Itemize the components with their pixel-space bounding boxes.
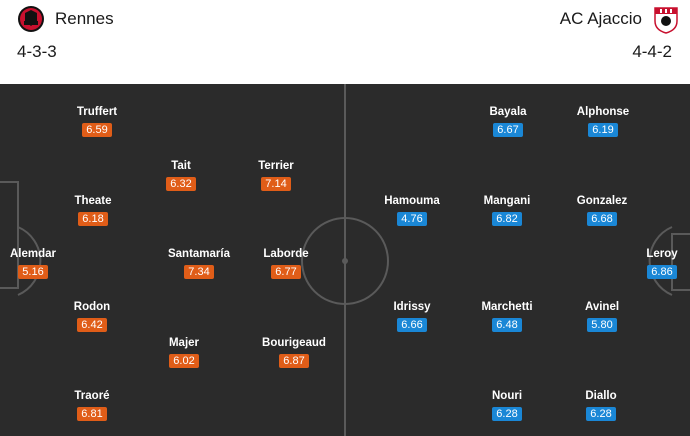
player-name: Alphonse bbox=[576, 106, 630, 118]
away-player[interactable]: Nouri 6.28 bbox=[452, 389, 562, 425]
player-name: Leroy bbox=[646, 248, 678, 260]
player-name: Rodon bbox=[73, 301, 111, 313]
home-formation: 4-3-3 bbox=[17, 42, 57, 61]
player-name: Gonzalez bbox=[576, 195, 628, 207]
away-player[interactable]: Avinel 5.80 bbox=[547, 300, 657, 336]
match-header: Rennes 4-3-3 AC Ajaccio 4-4-2 bbox=[0, 0, 690, 84]
player-rating: 6.48 bbox=[492, 318, 522, 332]
player-rating: 5.16 bbox=[18, 265, 48, 279]
away-player[interactable]: Diallo 6.28 bbox=[546, 389, 656, 425]
player-rating: 6.18 bbox=[78, 212, 108, 226]
away-player[interactable]: Bayala 6.67 bbox=[453, 105, 563, 141]
player-name: Alemdar bbox=[9, 248, 57, 260]
away-player[interactable]: Hamouma 4.76 bbox=[357, 194, 467, 230]
player-name: Hamouma bbox=[384, 195, 440, 207]
player-name: Majer bbox=[168, 337, 200, 349]
away-player[interactable]: Idrissy 6.66 bbox=[357, 300, 467, 336]
player-name: Truffert bbox=[76, 106, 118, 118]
home-team-name: Rennes bbox=[55, 9, 114, 28]
player-name: Theate bbox=[74, 195, 112, 207]
player-name: Laborde bbox=[263, 248, 309, 260]
player-name: Diallo bbox=[585, 390, 617, 402]
player-rating: 6.66 bbox=[397, 318, 427, 332]
player-rating: 6.02 bbox=[169, 354, 199, 368]
home-player[interactable]: Tait 6.32 bbox=[126, 159, 236, 195]
player-rating: 4.76 bbox=[397, 212, 427, 226]
player-name: Bourigeaud bbox=[262, 337, 326, 349]
player-name: Terrier bbox=[258, 160, 294, 172]
player-rating: 5.80 bbox=[587, 318, 617, 332]
player-rating: 6.68 bbox=[587, 212, 617, 226]
player-name: Tait bbox=[171, 160, 191, 172]
player-rating: 6.81 bbox=[77, 407, 107, 421]
player-name: Idrissy bbox=[393, 301, 431, 313]
player-rating: 6.32 bbox=[166, 177, 196, 191]
player-name: Santamaría bbox=[167, 248, 230, 260]
player-rating: 6.28 bbox=[492, 407, 522, 421]
home-player[interactable]: Rodon 6.42 bbox=[37, 300, 147, 336]
home-player[interactable]: Santamaría 7.34 bbox=[144, 247, 254, 283]
home-player[interactable]: Terrier 7.14 bbox=[221, 159, 331, 195]
home-team: Rennes 4-3-3 bbox=[0, 0, 345, 84]
home-player[interactable]: Majer 6.02 bbox=[129, 336, 239, 372]
away-player[interactable]: Mangani 6.82 bbox=[452, 194, 562, 230]
player-rating: 6.87 bbox=[279, 354, 309, 368]
player-name: Avinel bbox=[584, 301, 620, 313]
player-rating: 6.77 bbox=[271, 265, 301, 279]
away-team-name: AC Ajaccio bbox=[559, 9, 642, 28]
home-player[interactable]: Theate 6.18 bbox=[38, 194, 148, 230]
away-player[interactable]: Gonzalez 6.68 bbox=[547, 194, 657, 230]
rennes-crest-icon bbox=[18, 6, 44, 32]
player-rating: 7.14 bbox=[261, 177, 291, 191]
player-rating: 6.19 bbox=[588, 123, 618, 137]
home-player[interactable]: Alemdar 5.16 bbox=[0, 247, 88, 283]
pitch: Truffert 6.59 Tait 6.32 Terrier 7.14 The… bbox=[0, 84, 690, 436]
player-name: Mangani bbox=[483, 195, 531, 207]
home-player[interactable]: Bourigeaud 6.87 bbox=[239, 336, 349, 372]
home-player[interactable]: Traoré 6.81 bbox=[37, 389, 147, 425]
player-rating: 6.59 bbox=[82, 123, 112, 137]
player-rating: 6.86 bbox=[647, 265, 677, 279]
player-rating: 6.28 bbox=[586, 407, 616, 421]
away-team: AC Ajaccio 4-4-2 bbox=[345, 0, 690, 84]
away-player[interactable]: Alphonse 6.19 bbox=[548, 105, 658, 141]
ajaccio-crest-icon bbox=[654, 7, 678, 34]
home-player[interactable]: Laborde 6.77 bbox=[231, 247, 341, 283]
player-name: Marchetti bbox=[481, 301, 533, 313]
player-rating: 7.34 bbox=[184, 265, 214, 279]
player-rating: 6.42 bbox=[77, 318, 107, 332]
player-name: Nouri bbox=[491, 390, 523, 402]
player-name: Bayala bbox=[489, 106, 527, 118]
away-formation: 4-4-2 bbox=[632, 42, 672, 61]
player-rating: 6.82 bbox=[492, 212, 522, 226]
away-player[interactable]: Leroy 6.86 bbox=[607, 247, 690, 283]
player-name: Traoré bbox=[74, 390, 110, 402]
player-rating: 6.67 bbox=[493, 123, 523, 137]
home-player[interactable]: Truffert 6.59 bbox=[42, 105, 152, 141]
away-player[interactable]: Marchetti 6.48 bbox=[452, 300, 562, 336]
pitch-lines bbox=[0, 84, 690, 436]
